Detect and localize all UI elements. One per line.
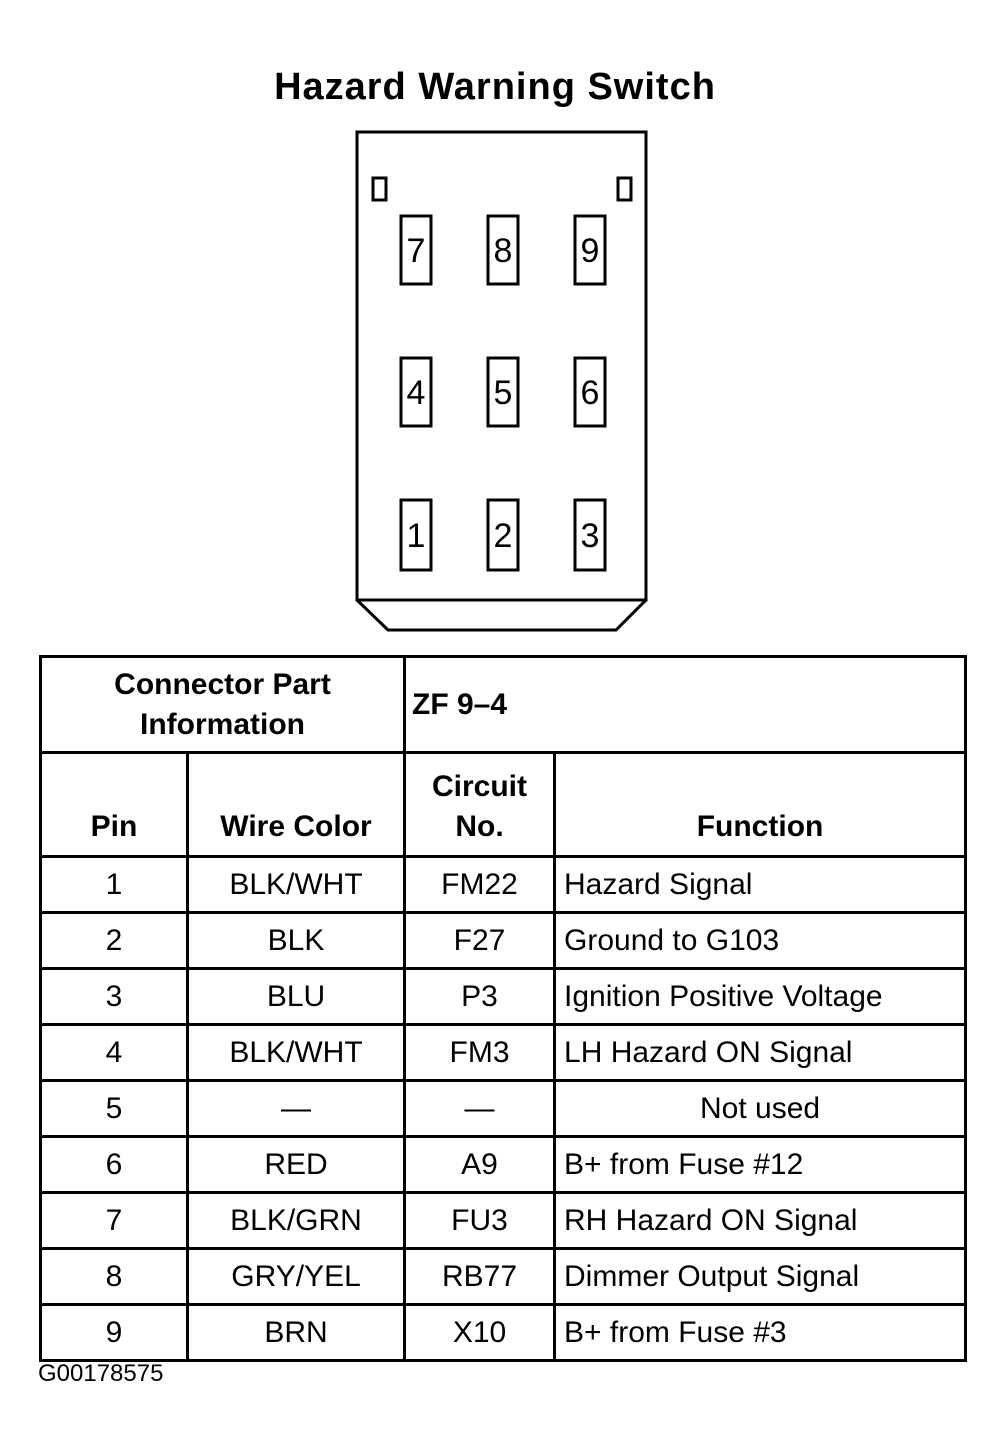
pin-cavity-8	[486, 214, 520, 286]
cell-pin: 1	[39, 855, 189, 914]
connector-base	[355, 598, 648, 632]
cell-function: Dimmer Output Signal	[553, 1247, 968, 1306]
cell-circuit: —	[403, 1079, 557, 1138]
cell-function: B+ from Fuse #12	[553, 1135, 968, 1194]
table-row: 6 RED A9 B+ from Fuse #12	[39, 1135, 968, 1194]
cell-function: Ignition Positive Voltage	[553, 967, 968, 1026]
pin-label-6: 6	[581, 374, 600, 412]
cell-function: Ground to G103	[553, 911, 968, 970]
pin-cavity-2	[486, 498, 520, 572]
cell-circuit: RB77	[403, 1247, 557, 1306]
header-pin: Pin	[39, 751, 189, 858]
cell-wire-color: BLK/WHT	[185, 1023, 407, 1082]
table-row: 2 BLK F27 Ground to G103	[39, 911, 968, 970]
cell-function: B+ from Fuse #3	[553, 1303, 968, 1362]
cell-function: Not used	[553, 1079, 968, 1138]
cell-wire-color: RED	[185, 1135, 407, 1194]
connector-diagram: 7 8 9 4 5 6 1 2 3	[355, 130, 648, 632]
table-row: 7 BLK/GRN FU3 RH Hazard ON Signal	[39, 1191, 968, 1250]
right-latch-mark	[616, 176, 633, 202]
connector-part-label: Connector Part Information	[38, 655, 407, 754]
pin-cavity-1	[399, 498, 433, 572]
pin-label-7: 7	[407, 232, 426, 270]
connector-part-label-line2: Information	[140, 707, 305, 741]
header-circuit-line1: Circuit	[432, 770, 528, 803]
cell-pin: 8	[39, 1247, 189, 1306]
cell-function: LH Hazard ON Signal	[553, 1023, 968, 1082]
connector-part-row: Connector Part Information ZF 9–4	[38, 655, 968, 754]
cell-wire-color: BLK	[185, 911, 407, 970]
connector-part-value: ZF 9–4	[403, 655, 968, 754]
pin-cavity-3	[573, 498, 607, 572]
pin-cavity-4	[399, 356, 433, 428]
cell-pin: 4	[39, 1023, 189, 1082]
cell-wire-color: BLK/GRN	[185, 1191, 407, 1250]
table-row: 9 BRN X10 B+ from Fuse #3	[39, 1303, 968, 1362]
pin-label-9: 9	[581, 232, 600, 270]
cell-pin: 3	[39, 967, 189, 1026]
pin-label-2: 2	[494, 517, 513, 555]
pin-label-5: 5	[494, 374, 513, 412]
pin-cavity-9	[573, 214, 607, 286]
cell-circuit: X10	[403, 1303, 557, 1362]
table-row: 3 BLU P3 Ignition Positive Voltage	[39, 967, 968, 1026]
cell-circuit: A9	[403, 1135, 557, 1194]
connector-part-label-line1: Connector Part	[114, 667, 331, 701]
cell-wire-color: BRN	[185, 1303, 407, 1362]
cell-function: Hazard Signal	[553, 855, 968, 914]
cell-pin: 6	[39, 1135, 189, 1194]
cell-pin: 9	[39, 1303, 189, 1362]
table-row: 1 BLK/WHT FM22 Hazard Signal	[39, 855, 968, 914]
pin-cavity-5	[486, 356, 520, 428]
left-latch-mark	[371, 176, 388, 202]
column-header-row: Pin Wire Color Circuit No. Function	[39, 751, 968, 858]
pin-cavity-6	[573, 356, 607, 428]
table-row: 4 BLK/WHT FM3 LH Hazard ON Signal	[39, 1023, 968, 1082]
header-function: Function	[553, 751, 968, 858]
table-row: 5 — — Not used	[39, 1079, 968, 1138]
cell-pin: 2	[39, 911, 189, 970]
cell-circuit: P3	[403, 967, 557, 1026]
cell-wire-color: GRY/YEL	[185, 1247, 407, 1306]
pin-label-3: 3	[581, 517, 600, 555]
pin-cavity-7	[399, 214, 433, 286]
connector-info-table: Connector Part Information ZF 9–4 Pin Wi…	[38, 655, 968, 1362]
header-circuit-line2: No.	[455, 810, 504, 843]
cell-circuit: FU3	[403, 1191, 557, 1250]
header-circuit-no: Circuit No.	[403, 751, 557, 858]
cell-circuit: F27	[403, 911, 557, 970]
cell-wire-color: BLK/WHT	[185, 855, 407, 914]
cell-function: RH Hazard ON Signal	[553, 1191, 968, 1250]
cell-wire-color: BLU	[185, 967, 407, 1026]
cell-pin: 5	[39, 1079, 189, 1138]
diagram-title: Hazard Warning Switch	[274, 66, 716, 108]
pin-label-8: 8	[494, 232, 513, 270]
cell-pin: 7	[39, 1191, 189, 1250]
pin-label-1: 1	[407, 517, 426, 555]
table-row: 8 GRY/YEL RB77 Dimmer Output Signal	[39, 1247, 968, 1306]
cell-circuit: FM3	[403, 1023, 557, 1082]
cell-wire-color: —	[185, 1079, 407, 1138]
cell-circuit: FM22	[403, 855, 557, 914]
figure-code: G00178575	[38, 1360, 164, 1387]
pin-label-4: 4	[407, 374, 426, 412]
header-wire-color: Wire Color	[185, 751, 407, 858]
